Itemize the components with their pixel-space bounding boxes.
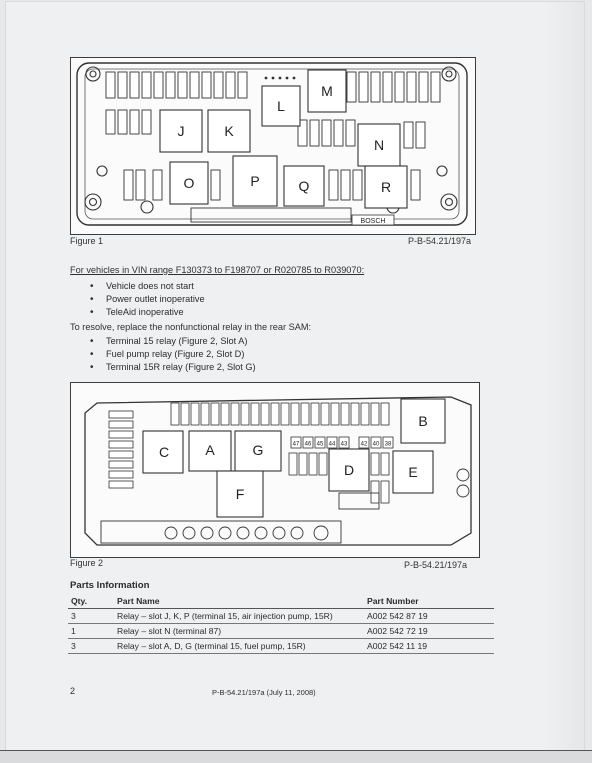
symptom-item: TeleAid inoperative [90, 306, 205, 319]
fuse-number: 43 [341, 442, 348, 448]
fig1-slot-label: N [374, 137, 384, 153]
fig1-slot-label: R [381, 179, 391, 195]
fig1-slot-label: O [184, 175, 195, 191]
figure-2-ref: P-B-54.21/197a [404, 560, 468, 570]
relay-item: Fuel pump relay (Figure 2, Slot D) [90, 348, 256, 361]
fig2-slot-label: D [344, 462, 354, 478]
fig1-slot-label: M [321, 83, 333, 99]
fig1-slot-label: Q [299, 178, 310, 194]
header-part-number: Part Number [364, 594, 494, 609]
resolve-instruction: To resolve, replace the nonfunctional re… [70, 322, 312, 332]
fuse-number: 44 [329, 442, 336, 448]
part-name-cell: Relay – slot A, D, G (terminal 15, fuel … [114, 638, 364, 654]
relay-item: Terminal 15 relay (Figure 2, Slot A) [90, 335, 256, 348]
part-number-cell: A002 542 72 19 [364, 623, 494, 639]
fuse-number: 42 [361, 442, 368, 448]
figure-1-ref: P-B-54.21/197a [408, 236, 472, 246]
figure-1-diagram: M L J K N O P Q R BOSCH [76, 62, 468, 226]
symptom-item: Vehicle does not start [90, 280, 205, 293]
table-header-row: Qty. Part Name Part Number [68, 594, 494, 609]
table-row: 3 Relay – slot A, D, G (terminal 15, fue… [68, 638, 494, 654]
fuse-number: 38 [385, 442, 392, 448]
fig2-slot-label: A [205, 442, 215, 458]
header-qty: Qty. [68, 594, 114, 609]
fig1-slot-label: P [250, 173, 259, 189]
fig1-slot-label: L [277, 98, 285, 114]
figure-2-diagram: 47 46 45 44 43 42 40 38 [84, 396, 472, 546]
part-number-cell: A002 542 87 19 [364, 608, 494, 624]
scanner-edge [0, 750, 592, 763]
fig1-slot-label: K [224, 123, 234, 139]
figure-1-fuse-box: M L J K N O P Q R BOSCH [70, 57, 476, 235]
figure-2-caption: Figure 2 [70, 558, 104, 568]
document-page: M L J K N O P Q R BOSCH Figure 1 P-B-54.… [6, 2, 584, 750]
parts-table: Qty. Part Name Part Number 3 Relay – slo… [68, 594, 494, 654]
part-name-cell: Relay – slot J, K, P (terminal 15, air i… [114, 608, 364, 624]
table-row: 1 Relay – slot N (terminal 87) A002 542 … [68, 623, 494, 639]
part-name-cell: Relay – slot N (terminal 87) [114, 623, 364, 639]
parts-title: Parts Information [70, 580, 150, 591]
figure-2-rear-sam: 47 46 45 44 43 42 40 38 [70, 382, 480, 558]
relay-list: Terminal 15 relay (Figure 2, Slot A) Fue… [90, 335, 256, 374]
figure-1-caption: Figure 1 [70, 236, 104, 246]
vin-range-heading: For vehicles in VIN range F130373 to F19… [70, 265, 365, 275]
fig2-slot-label: C [159, 444, 169, 460]
qty-cell: 3 [68, 608, 114, 624]
footer-doc-ref: P-B-54.21/197a (July 11, 2008) [212, 688, 316, 697]
qty-cell: 3 [68, 638, 114, 654]
fig2-slot-label: B [418, 413, 427, 429]
fuse-number: 45 [317, 442, 324, 448]
fig2-slot-label: F [236, 486, 245, 502]
fig1-bosch-stamp: BOSCH [361, 218, 386, 225]
fig1-slot-label: J [178, 123, 185, 139]
fuse-number: 46 [305, 442, 312, 448]
fuse-number: 47 [293, 442, 300, 448]
fig2-slot-label: E [408, 464, 417, 480]
symptom-item: Power outlet inoperative [90, 293, 205, 306]
fig2-slot-label: G [253, 442, 264, 458]
symptom-list: Vehicle does not start Power outlet inop… [90, 280, 205, 319]
header-part-name: Part Name [114, 594, 364, 609]
part-number-cell: A002 542 11 19 [364, 638, 494, 654]
qty-cell: 1 [68, 623, 114, 639]
table-row: 3 Relay – slot J, K, P (terminal 15, air… [68, 608, 494, 624]
page-number: 2 [70, 686, 76, 696]
page-shadow [544, 2, 584, 750]
relay-item: Terminal 15R relay (Figure 2, Slot G) [90, 361, 256, 374]
fuse-number: 40 [373, 442, 380, 448]
